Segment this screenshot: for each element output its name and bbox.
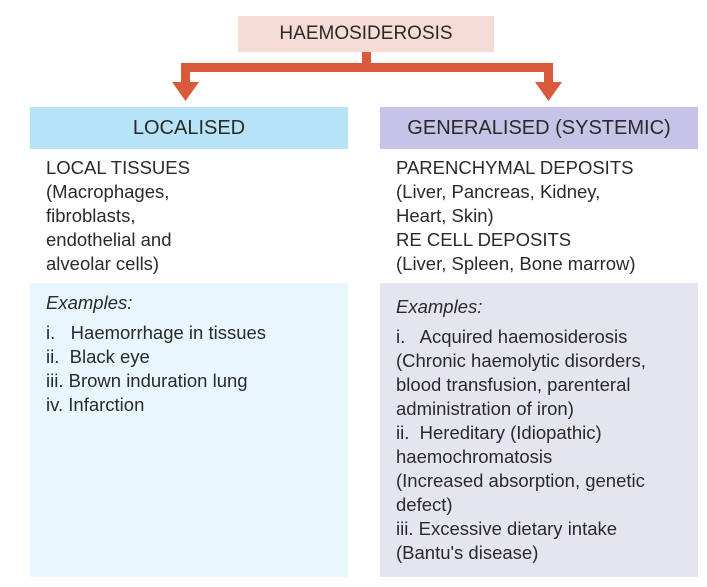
arrow-left-head-icon bbox=[172, 82, 199, 101]
example-item: haemochromatosis bbox=[396, 446, 553, 467]
example-item: (Increased absorption, genetic bbox=[396, 470, 645, 491]
description-line: Heart, Skin) bbox=[396, 205, 494, 226]
examples-label: Examples: bbox=[396, 296, 483, 317]
description-line: RE CELL DEPOSITS bbox=[396, 229, 572, 250]
description-line: PARENCHYMAL DEPOSITS bbox=[396, 157, 634, 178]
description-line: endothelial and bbox=[46, 229, 172, 250]
arrow-right-shaft bbox=[544, 63, 553, 83]
description-line: (Macrophages, bbox=[46, 181, 170, 202]
example-item: (Bantu's disease) bbox=[396, 542, 539, 563]
localised-heading: LOCALISED bbox=[30, 107, 348, 149]
example-item: ii. Hereditary (Idiopathic) bbox=[396, 422, 602, 443]
arrow-left-shaft bbox=[181, 63, 190, 83]
example-item: i. Acquired haemosiderosis bbox=[396, 326, 628, 347]
example-item: ii. Black eye bbox=[46, 346, 150, 367]
example-item: (Chronic haemolytic disorders, bbox=[396, 350, 646, 371]
generalised-examples: Examples: i. Acquired haemosiderosis (Ch… bbox=[380, 283, 698, 577]
localised-examples: Examples: i. Haemorrhage in tissues ii. … bbox=[30, 283, 348, 577]
example-item: blood transfusion, parenteral bbox=[396, 374, 631, 395]
example-item: iii. Excessive dietary intake bbox=[396, 518, 618, 539]
generalised-heading: GENERALISED (SYSTEMIC) bbox=[380, 107, 698, 149]
arrow-stem bbox=[362, 52, 371, 68]
example-item: administration of iron) bbox=[396, 398, 574, 419]
description-line: (Liver, Pancreas, Kidney, bbox=[396, 181, 601, 202]
example-item: iv. Infarction bbox=[46, 394, 145, 415]
example-item: iii. Brown induration lung bbox=[46, 370, 248, 391]
description-line: alveolar cells) bbox=[46, 253, 160, 274]
generalised-description: PARENCHYMAL DEPOSITS (Liver, Pancreas, K… bbox=[396, 156, 636, 276]
examples-label: Examples: bbox=[46, 292, 133, 313]
localised-description: LOCAL TISSUES (Macrophages, fibroblasts,… bbox=[46, 156, 190, 276]
description-line: (Liver, Spleen, Bone marrow) bbox=[396, 253, 636, 274]
root-node-haemosiderosis: HAEMOSIDEROSIS bbox=[238, 16, 494, 52]
example-item: i. Haemorrhage in tissues bbox=[46, 322, 267, 343]
arrow-crossbar bbox=[181, 63, 553, 72]
branch-arrows bbox=[172, 52, 562, 101]
description-line: LOCAL TISSUES bbox=[46, 157, 190, 178]
example-item: defect) bbox=[396, 494, 453, 515]
description-line: fibroblasts, bbox=[46, 205, 136, 226]
arrow-right-head-icon bbox=[535, 82, 562, 101]
